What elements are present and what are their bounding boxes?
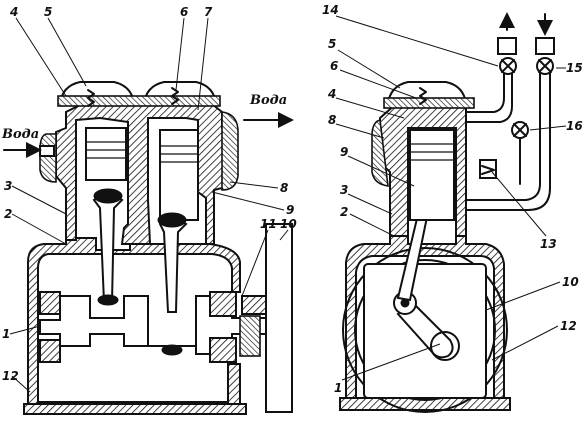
pipe-out-1 [465, 63, 505, 113]
connecting-rod-2 [158, 218, 188, 313]
left-label-7: 7 [204, 5, 213, 19]
right-label-13: 13 [540, 237, 557, 251]
left-label-2: 2 [4, 207, 12, 221]
left-label-9: 9 [286, 203, 294, 217]
water-in-label: Вода [1, 127, 39, 142]
left-label-10: 10 [280, 217, 297, 231]
left-label-11: 11 [260, 217, 277, 231]
left-label-5: 5 [44, 5, 52, 19]
flywheel-inner [354, 259, 496, 401]
right-label-12: 12 [560, 319, 577, 333]
valve-plate [57, 95, 221, 107]
piston-right [409, 129, 455, 221]
main-journal [430, 331, 460, 361]
pipe-in-2 [465, 59, 551, 211]
piston-pin-2 [157, 212, 187, 228]
flywheel-rim [342, 247, 508, 413]
valve-plate-right [383, 97, 475, 109]
flange-in [535, 37, 555, 55]
left-leader-lines [9, 17, 289, 393]
big-end-1 [97, 294, 119, 306]
oil-seal [239, 315, 261, 357]
piston-1 [85, 127, 127, 181]
pipe-out-2 [465, 63, 513, 123]
right-label-15: 15 [566, 61, 583, 75]
right-label-3: 3 [340, 183, 348, 197]
piston-2 [159, 129, 199, 221]
left-label-3: 3 [4, 179, 12, 193]
left-label-12: 12 [2, 369, 19, 383]
crankcase-left [27, 237, 241, 413]
valve-spring-1 [87, 89, 95, 107]
valve-spring-right [419, 87, 427, 105]
water-inlet-nozzle [39, 145, 55, 157]
right-label-2: 2 [340, 205, 348, 219]
water-jacket-right [221, 111, 239, 191]
right-label-9: 9 [340, 145, 348, 159]
right-label-5: 5 [328, 37, 336, 51]
right-label-6: 6 [330, 59, 338, 73]
bearing-left-top [39, 291, 61, 315]
right-view: 14 5 6 4 8 9 3 2 15 16 13 10 12 1 [322, 3, 583, 413]
cylinder-block-left [55, 103, 231, 245]
flange-out [497, 37, 517, 55]
piston-pin-1 [93, 188, 123, 204]
left-view: Вода Вода 4 5 6 7 3 2 8 9 11 10 1 12 [1, 5, 297, 415]
water-out-label: Вода [249, 93, 287, 108]
bearing-left-bottom [39, 339, 61, 363]
water-jacket-left [39, 133, 57, 183]
right-label-4: 4 [327, 87, 336, 101]
flywheel-left [265, 223, 293, 413]
water-jacket-right-view [371, 119, 389, 187]
right-label-8: 8 [328, 113, 336, 127]
right-label-10: 10 [562, 275, 579, 289]
seal-housing [241, 295, 267, 315]
right-leader-lines [335, 15, 567, 381]
valve-spring-2 [171, 87, 179, 105]
left-label-1: 1 [2, 327, 10, 341]
right-label-16: 16 [566, 119, 583, 133]
connecting-rod-1 [92, 194, 124, 303]
left-label-8: 8 [280, 181, 288, 195]
base-plate [23, 403, 247, 415]
left-label-6: 6 [180, 5, 188, 19]
bearing-right-top [209, 291, 237, 317]
left-label-4: 4 [9, 5, 18, 19]
pipe-in-1 [465, 59, 541, 201]
right-label-14: 14 [322, 3, 339, 17]
bearing-right-bottom [209, 337, 237, 363]
right-label-1: 1 [334, 381, 342, 395]
crankcase-right [345, 235, 505, 405]
